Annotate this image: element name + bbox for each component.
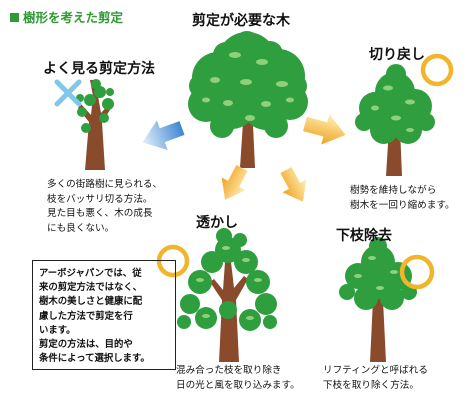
kirimodoshi-title: 切り戻し [369,47,425,63]
section-header: 樹形を考えた剪定 [10,7,123,26]
bad-pruned-tree [54,79,114,170]
shitaeda-canopy [339,237,417,310]
cross-icon [54,79,82,107]
center-tree-highlights [202,52,294,121]
bad-method-title: よく見る剪定方法 [43,61,155,77]
bad-method-description: 多くの街路樹に見られる、 枝をバッサリ切る方法。 見た目も悪く、木の成長 にも良… [47,179,163,234]
kirimodoshi-tree [355,53,454,176]
center-tree [188,31,308,168]
center-tree-title: 剪定が必要な木 [192,13,290,29]
circle-icon [156,244,190,278]
square-bullet-icon [10,13,19,22]
shitaeda-description: リフティングと呼ばれる 下枝を取り除く方法。 [323,365,428,391]
circle-icon [399,254,435,290]
arrow-icon-to-sukashi [213,161,254,207]
bad-tree-leaves [76,79,114,133]
info-note-box: アーボジャパンでは、従 来の剪定方法ではなく、 樹木の美しさと健康に配 慮した方… [32,260,176,370]
shitaeda-tree [339,237,435,362]
arrow-icon-to-kirimodoshi [300,108,350,151]
shitaeda-title: 下枝除去 [336,228,392,244]
sukashi-title: 透かし [196,215,238,231]
sukashi-tree [156,228,277,362]
bad-tree-trunk [78,80,112,170]
circle-icon [420,53,454,87]
sukashi-description: 混み合った枝を取り除き 日の光と風を取り込みます。 [176,365,300,391]
arrow-icon-to-bad [137,113,188,158]
section-header-text: 樹形を考えた剪定 [23,10,124,25]
arrow-icon-to-shitaeda [274,163,315,209]
kirimodoshi-description: 樹勢を維持しながら 樹木を一回り縮めます。 [350,185,455,211]
